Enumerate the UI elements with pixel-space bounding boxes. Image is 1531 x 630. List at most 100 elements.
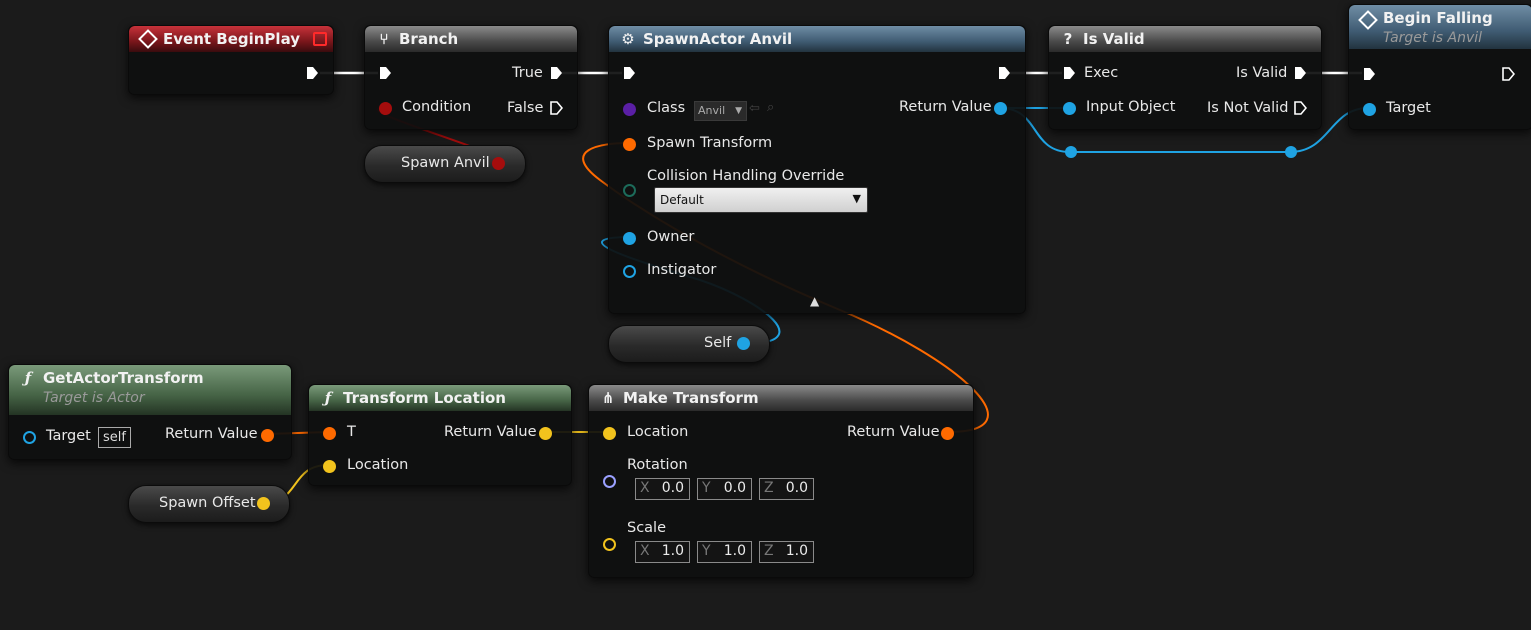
node-header: Begin Falling Target is Anvil bbox=[1349, 5, 1531, 49]
axis-value: 0.0 bbox=[723, 480, 746, 496]
bool-out-pin[interactable] bbox=[492, 157, 505, 170]
return-value-label: Return Value bbox=[165, 426, 258, 442]
instigator-pin[interactable] bbox=[623, 265, 636, 278]
t-label: T bbox=[347, 424, 356, 440]
browse-icon[interactable]: ⌕ bbox=[767, 100, 775, 115]
object-out-pin[interactable] bbox=[737, 337, 750, 350]
node-header: ƒ GetActorTransform Target is Actor bbox=[9, 365, 291, 415]
target-self-field[interactable]: self bbox=[98, 427, 131, 448]
location-label: Location bbox=[347, 457, 409, 473]
class-value: Anvil bbox=[698, 104, 726, 117]
collision-dropdown[interactable]: Default ▼ bbox=[654, 187, 868, 213]
axis-label: Y bbox=[702, 480, 711, 496]
axis-value: 0.0 bbox=[785, 480, 808, 496]
function-icon: ƒ bbox=[24, 369, 32, 387]
location-label: Location bbox=[627, 424, 689, 440]
is-valid-node[interactable]: ? Is Valid Exec Is Valid Input Object Is… bbox=[1048, 25, 1322, 130]
target-pin[interactable] bbox=[1363, 103, 1376, 116]
node-title: Branch bbox=[399, 30, 459, 48]
make-transform-node[interactable]: ⋔ Make Transform Location Return Value R… bbox=[588, 384, 974, 578]
transform-location-node[interactable]: ƒ Transform Location T Return Value Loca… bbox=[308, 384, 572, 486]
branch-node[interactable]: ⑂ Branch True Condition False bbox=[364, 25, 578, 130]
exec-out-pin[interactable] bbox=[1502, 67, 1515, 81]
rotation-label: Rotation bbox=[627, 457, 688, 473]
node-title: Make Transform bbox=[623, 389, 759, 407]
axis-label: X bbox=[640, 480, 650, 496]
axis-value: 0.0 bbox=[661, 480, 684, 496]
question-icon: ? bbox=[1063, 30, 1073, 48]
spawn-anvil-variable[interactable]: Spawn Anvil bbox=[364, 145, 526, 183]
exec-in-pin[interactable] bbox=[1063, 66, 1076, 80]
condition-pin[interactable] bbox=[379, 102, 392, 115]
node-subtitle: Target is Anvil bbox=[1383, 30, 1483, 46]
location-pin[interactable] bbox=[323, 460, 336, 473]
true-exec-pin[interactable] bbox=[550, 66, 563, 80]
return-value-pin[interactable] bbox=[539, 427, 552, 440]
get-actor-transform-node[interactable]: ƒ GetActorTransform Target is Actor Targ… bbox=[8, 364, 292, 460]
node-title: Begin Falling bbox=[1383, 9, 1493, 27]
axis-label: Y bbox=[702, 543, 711, 559]
delegate-pin-icon[interactable] bbox=[313, 32, 327, 46]
node-title: Is Valid bbox=[1083, 30, 1145, 48]
is-valid-exec-pin[interactable] bbox=[1294, 66, 1307, 80]
axis-label: Z bbox=[764, 480, 774, 496]
return-value-label: Return Value bbox=[899, 99, 992, 115]
class-label: Class bbox=[647, 100, 686, 116]
make-struct-icon: ⋔ bbox=[601, 389, 615, 407]
collapse-advanced-icon[interactable]: ▲ bbox=[810, 294, 820, 308]
t-pin[interactable] bbox=[323, 427, 336, 440]
class-dropdown[interactable]: Anvil▼ bbox=[694, 101, 747, 121]
wire-knot[interactable] bbox=[1285, 146, 1297, 158]
false-exec-pin[interactable] bbox=[550, 101, 563, 115]
target-pin[interactable] bbox=[23, 431, 36, 444]
rotation-y-field[interactable]: Y 0.0 bbox=[697, 478, 752, 500]
node-header: ⋔ Make Transform bbox=[589, 385, 973, 411]
spawn-icon: ⚙ bbox=[621, 30, 635, 48]
is-not-valid-exec-pin[interactable] bbox=[1294, 101, 1307, 115]
scale-label: Scale bbox=[627, 520, 667, 536]
wire-knot[interactable] bbox=[1065, 146, 1077, 158]
exec-out-pin[interactable] bbox=[306, 66, 319, 80]
return-value-label: Return Value bbox=[847, 424, 940, 440]
spawn-offset-variable[interactable]: Spawn Offset bbox=[128, 485, 290, 523]
collision-value: Default bbox=[660, 193, 704, 207]
target-label: Target bbox=[46, 428, 91, 444]
return-value-label: Return Value bbox=[444, 424, 537, 440]
collision-pin[interactable] bbox=[623, 184, 636, 197]
event-beginplay-node[interactable]: Event BeginPlay bbox=[128, 25, 334, 95]
is-not-valid-label: Is Not Valid bbox=[1207, 100, 1289, 116]
owner-pin[interactable] bbox=[623, 232, 636, 245]
vector-out-pin[interactable] bbox=[257, 497, 270, 510]
spawnactor-anvil-node[interactable]: ⚙ SpawnActor Anvil Class Anvil▼ ⇦ ⌕ Retu… bbox=[608, 25, 1026, 314]
variable-label: Spawn Anvil bbox=[401, 155, 490, 171]
use-selected-icon[interactable]: ⇦ bbox=[749, 101, 760, 116]
axis-value: 1.0 bbox=[785, 543, 808, 559]
exec-in-pin[interactable] bbox=[623, 66, 636, 80]
exec-label: Exec bbox=[1084, 65, 1119, 81]
spawn-transform-pin[interactable] bbox=[623, 138, 636, 151]
branch-icon: ⑂ bbox=[379, 30, 389, 48]
begin-falling-node[interactable]: Begin Falling Target is Anvil Target bbox=[1348, 4, 1531, 130]
input-object-pin[interactable] bbox=[1063, 102, 1076, 115]
node-title: Transform Location bbox=[343, 389, 506, 407]
variable-label: Self bbox=[704, 335, 732, 351]
scale-pin[interactable] bbox=[603, 538, 616, 551]
rotation-x-field[interactable]: X 0.0 bbox=[635, 478, 690, 500]
return-value-pin[interactable] bbox=[941, 427, 954, 440]
class-pin[interactable] bbox=[623, 103, 636, 116]
rotation-z-field[interactable]: Z 0.0 bbox=[759, 478, 814, 500]
exec-in-pin[interactable] bbox=[379, 66, 392, 80]
return-value-pin[interactable] bbox=[261, 429, 274, 442]
exec-in-pin[interactable] bbox=[1363, 67, 1376, 81]
axis-label: X bbox=[640, 543, 650, 559]
rotation-pin[interactable] bbox=[603, 475, 616, 488]
self-variable[interactable]: Self bbox=[608, 325, 770, 363]
location-pin[interactable] bbox=[603, 427, 616, 440]
return-value-pin[interactable] bbox=[994, 102, 1007, 115]
event-diamond-icon bbox=[138, 29, 158, 49]
exec-out-pin[interactable] bbox=[998, 66, 1011, 80]
owner-label: Owner bbox=[647, 229, 695, 245]
